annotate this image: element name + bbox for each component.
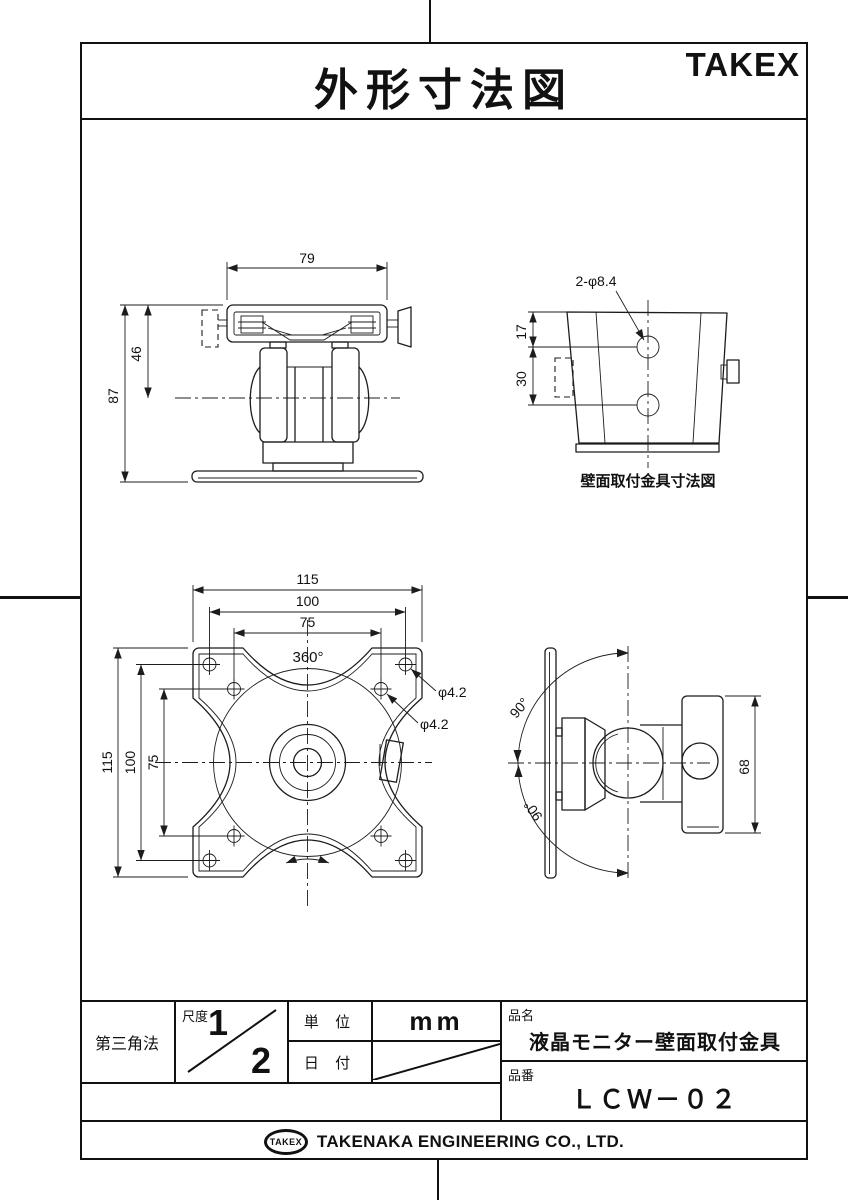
- unit-value-cell: mm: [373, 1002, 502, 1042]
- hole-dia-note-a: φ4.2: [438, 684, 467, 700]
- dim-height-115-label: 115: [99, 751, 115, 774]
- dim-width-label: 79: [299, 250, 315, 266]
- dim-top-to-hole-label: 17: [513, 324, 529, 340]
- empty-strip: [80, 1082, 502, 1120]
- product-name-cell: 品名 液晶モニター壁面取付金具: [502, 1002, 808, 1062]
- hole-dia-note-b: φ4.2: [420, 716, 449, 732]
- center-mark-bottom: [437, 1160, 439, 1200]
- front-view: 79: [105, 250, 424, 483]
- bracket-knob: [726, 359, 740, 384]
- tilt-lower-label: 90°: [520, 798, 545, 825]
- projection-label: 第三角法: [94, 1036, 159, 1053]
- product-name-label: 品名: [508, 1008, 535, 1023]
- unit-value: mm: [409, 1005, 464, 1036]
- rotation-note-label: 360°: [292, 649, 323, 666]
- scale-numerator: 1: [208, 1002, 229, 1043]
- sheet-border: [80, 42, 808, 1160]
- brand-logo: TAKEX: [685, 46, 800, 83]
- dim-width-75-label: 75: [300, 614, 316, 630]
- center-mark-left: [0, 596, 80, 599]
- wall-bracket-view: 2-φ8.4 17 30 壁面取付金具寸法図: [513, 273, 740, 490]
- dim-height-100-label: 100: [122, 751, 138, 775]
- scale-denominator: 2: [250, 1040, 271, 1081]
- product-number-cell: 品番 ＬＣＷ－０２: [502, 1062, 808, 1120]
- dim-total-height-label: 87: [105, 388, 121, 404]
- dim-depth-label: 68: [736, 759, 752, 775]
- product-number-label: 品番: [508, 1068, 535, 1083]
- company-name: TAKENAKA ENGINEERING CO., LTD.: [316, 1132, 625, 1151]
- date-label: 日 付: [303, 1054, 357, 1072]
- center-mark-top: [429, 0, 431, 42]
- date-value-cell: [373, 1042, 502, 1082]
- center-mark-right: [808, 596, 848, 599]
- product-name-value: 液晶モニター壁面取付金具: [529, 1032, 781, 1054]
- dim-center-height-label: 46: [128, 346, 144, 362]
- company-footer: TAKEX TAKENAKA ENGINEERING CO., LTD.: [80, 1120, 808, 1162]
- front-knob: [397, 306, 412, 348]
- projection-cell: 第三角法: [80, 1002, 176, 1082]
- vesa-plate-view: 360° 115 100 75 115 100: [99, 571, 467, 908]
- unit-label: 単 位: [303, 1013, 357, 1031]
- side-view: 90° 90° 68: [506, 646, 761, 882]
- date-slash: [373, 1043, 500, 1080]
- sheet-header: 外形寸法図 TAKEX: [80, 42, 808, 120]
- wall-bracket-caption: 壁面取付金具寸法図: [580, 472, 715, 490]
- product-number-value: ＬＣＷ－０２: [570, 1086, 739, 1114]
- holes-note-label: 2-φ8.4: [576, 273, 617, 289]
- scale-cell: 尺度 1 2: [176, 1002, 289, 1082]
- scale-label: 尺度: [182, 1009, 209, 1024]
- unit-label-cell: 単 位: [289, 1002, 373, 1042]
- drawing-area: 79: [99, 250, 761, 908]
- dim-width-115-label: 115: [296, 571, 319, 587]
- company-logo: TAKEX: [263, 1129, 308, 1155]
- screw-holes: [199, 654, 416, 871]
- title-block: 第三角法 尺度 1 2 単 位 mm 日 付 品名 液晶モニター壁面取付金具: [80, 1000, 808, 1160]
- dim-hole-pitch-label: 30: [513, 371, 529, 387]
- scale-slash: [187, 1009, 277, 1073]
- date-label-cell: 日 付: [289, 1042, 373, 1082]
- page-title: 外形寸法図: [314, 66, 574, 115]
- dim-width-100-label: 100: [296, 593, 320, 609]
- dim-height-75-label: 75: [145, 755, 161, 771]
